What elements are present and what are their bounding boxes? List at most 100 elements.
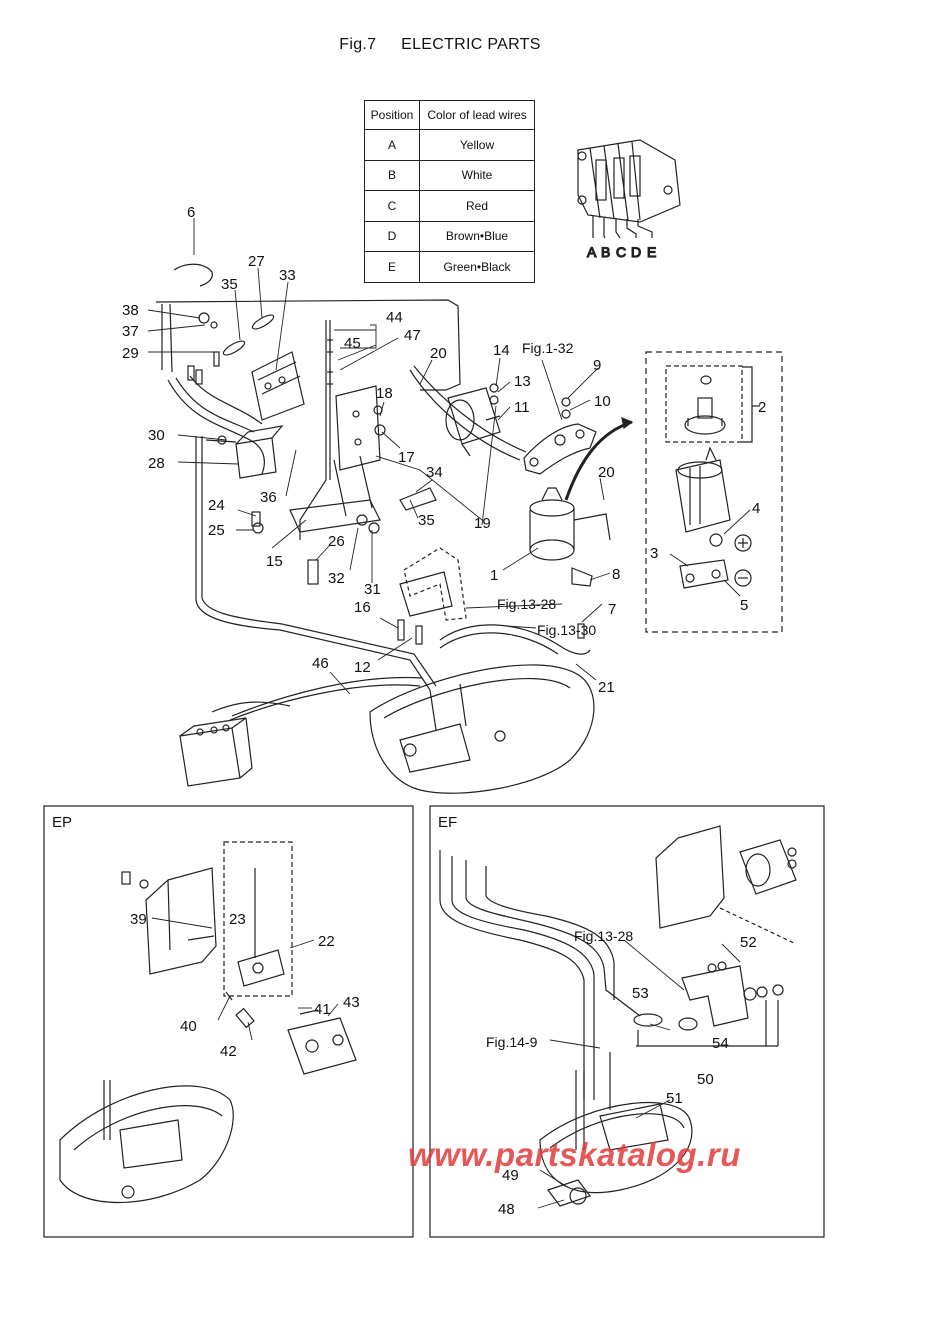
- part-label: 38: [122, 302, 139, 319]
- cdi-unit: [205, 425, 284, 479]
- starter-motor-detail: [645, 351, 783, 633]
- part-label: 42: [220, 1043, 237, 1060]
- part-label: 36: [260, 489, 277, 506]
- part-label: 40: [180, 1018, 197, 1035]
- part-label: 37: [122, 323, 139, 340]
- part-label: 1: [490, 567, 498, 584]
- part-label: 27: [248, 253, 265, 270]
- part-label: 34: [426, 464, 443, 481]
- part-label: 22: [318, 933, 335, 950]
- connector-letter-b: B: [601, 244, 610, 260]
- part-label: 7: [608, 601, 616, 618]
- part-label: 28: [148, 455, 165, 472]
- part-label: 39: [130, 911, 147, 928]
- bracket-13-28: [399, 547, 467, 621]
- lower-cowling: [369, 664, 595, 794]
- part-number-labels: 6 27 33 35 38 37 29 30 28 24 25 36 15 26…: [122, 204, 766, 696]
- connector-letters: A B C D E: [586, 243, 657, 260]
- part-label: 9: [593, 357, 601, 374]
- part-label: 45: [344, 335, 361, 352]
- part-label: 49: [502, 1167, 519, 1184]
- figure-reference: Fig.14-9: [486, 1034, 538, 1050]
- part-label: 30: [148, 427, 165, 444]
- part-label: 54: [712, 1035, 729, 1052]
- wiring-harness: [155, 299, 591, 721]
- ep-panel-frame: [43, 805, 414, 1238]
- part-label: 11: [514, 399, 530, 416]
- part-label: 26: [328, 533, 345, 550]
- part-label: 12: [354, 659, 371, 676]
- ignition-coil: [251, 351, 305, 421]
- starter-relay: [445, 387, 501, 457]
- connector-letter-e: E: [647, 244, 656, 260]
- figure-title: ELECTRIC PARTS: [401, 36, 541, 53]
- part-label: 23: [229, 911, 246, 928]
- part-label: 20: [430, 345, 447, 362]
- table-cell: Brown•Blue: [419, 220, 535, 252]
- part-label: 15: [266, 553, 283, 570]
- part-label: 32: [328, 570, 345, 587]
- figure-reference: Fig.1-32: [522, 340, 574, 356]
- part-label: 5: [740, 597, 748, 614]
- ef-panel-labels: EF Fig.13-28 52 53 54 Fig.14-9 50 51 49 …: [438, 814, 757, 1218]
- part-label: 48: [498, 1201, 515, 1218]
- part-label: 3: [650, 545, 658, 562]
- part-label: 43: [343, 994, 360, 1011]
- table-cell: B: [364, 159, 420, 191]
- part-label: 16: [354, 599, 371, 616]
- part-label: 41: [314, 1001, 331, 1018]
- part-label: 51: [666, 1090, 683, 1107]
- starter-bracket: [523, 423, 597, 475]
- part-label: 33: [279, 267, 296, 284]
- figure-reference: Fig.13-28: [497, 596, 556, 612]
- part-label: 29: [122, 345, 139, 362]
- table-cell: White: [419, 159, 535, 191]
- connector-letter-d: D: [631, 244, 641, 260]
- ep-panel-illustration: [59, 841, 357, 1203]
- part-label: 2: [758, 399, 766, 416]
- part-label: 20: [598, 464, 615, 481]
- table-cell: E: [364, 251, 420, 283]
- table-cell: Green•Black: [419, 251, 535, 283]
- mounting-plate: [289, 385, 381, 533]
- part-label: 8: [612, 566, 620, 583]
- column-header-color: Color of lead wires: [419, 100, 535, 130]
- part-label: 21: [598, 679, 615, 696]
- connector-letter-c: C: [616, 244, 626, 260]
- part-label: 35: [418, 512, 435, 529]
- ef-panel-illustration: [439, 825, 797, 1209]
- table-cell: Red: [419, 190, 535, 222]
- part-label: 47: [404, 327, 421, 344]
- ep-panel-labels: EP 39 23 22 41 43 40 42: [52, 814, 360, 1060]
- table-cell: C: [364, 190, 420, 222]
- part-label: 10: [594, 393, 611, 410]
- part-label: 31: [364, 581, 381, 598]
- watermark-text: www.partskatalog.ru: [408, 1136, 741, 1173]
- table-cell: Yellow: [419, 129, 535, 161]
- ef-panel-frame: [429, 805, 825, 1238]
- part-label: 50: [697, 1071, 714, 1088]
- part-label: 44: [386, 309, 403, 326]
- leader-lines: [147, 218, 760, 695]
- part-label: 53: [632, 985, 649, 1002]
- part-label: 35: [221, 276, 238, 293]
- connector-letter-a: A: [587, 244, 597, 260]
- part-label: 13: [514, 373, 531, 390]
- part-label: 14: [493, 342, 510, 359]
- part-label: 24: [208, 497, 225, 514]
- part-label: 18: [376, 385, 393, 402]
- part-label: 52: [740, 934, 757, 951]
- figure-number: Fig.7: [339, 36, 377, 53]
- part-label: 46: [312, 655, 329, 672]
- small-fasteners: [173, 263, 593, 645]
- table-header-row: Position Color of lead wires: [364, 100, 535, 130]
- panel-label-ep: EP: [52, 814, 72, 831]
- figure-reference: Fig.13-28: [574, 928, 633, 944]
